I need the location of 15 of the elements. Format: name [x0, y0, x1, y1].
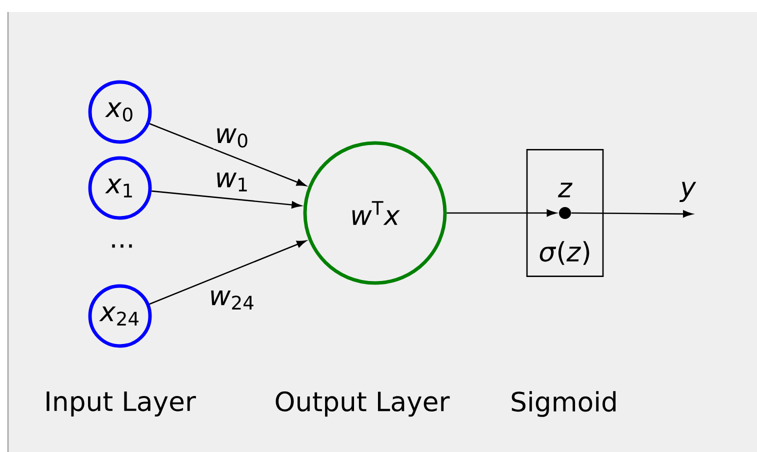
arrow [446, 209, 556, 217]
edge-label: w$_{1}$ [213, 171, 251, 193]
arrow [149, 123, 306, 186]
edge-label: w$_{24}$ [208, 289, 256, 311]
sigmoid-box: z σ(z) [526, 149, 604, 277]
layer-label: Sigmoid [512, 391, 616, 417]
edge-label: w$_{0}$ [213, 127, 251, 149]
arrow [152, 190, 302, 208]
layer-label: Input Layer [46, 392, 196, 416]
ellipsis: ... [112, 244, 132, 248]
arrow [149, 240, 306, 305]
layer-label: Output Layer [276, 391, 450, 417]
junction-dot [559, 207, 571, 219]
edge-label: y [678, 180, 698, 204]
arrow [571, 210, 693, 218]
